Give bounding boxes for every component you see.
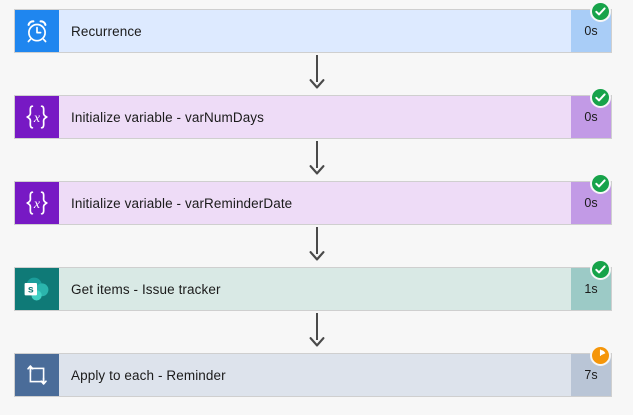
loop-repeat-icon bbox=[15, 354, 59, 396]
flow-step-title: Initialize variable - varReminderDate bbox=[71, 195, 293, 211]
status-badge bbox=[590, 1, 611, 22]
check-circle-icon bbox=[595, 93, 606, 102]
flow-step-title: Recurrence bbox=[71, 23, 142, 39]
check-circle-icon bbox=[595, 265, 606, 274]
svg-text:s: s bbox=[28, 284, 34, 296]
flow-step-body[interactable]: Get items - Issue tracker bbox=[59, 268, 571, 310]
svg-text:x: x bbox=[33, 197, 41, 212]
status-badge bbox=[590, 87, 611, 108]
svg-text:x: x bbox=[33, 111, 41, 126]
connector-arrow bbox=[309, 141, 325, 180]
connector-arrow bbox=[309, 227, 325, 266]
variable-braces-icon: x bbox=[15, 96, 59, 138]
status-badge bbox=[590, 173, 611, 194]
alarm-clock-icon bbox=[15, 10, 59, 52]
check-circle-icon bbox=[595, 179, 606, 188]
status-badge bbox=[590, 259, 611, 280]
flow-step-body[interactable]: Initialize variable - varReminderDate bbox=[59, 182, 571, 224]
running-clock-icon bbox=[599, 349, 606, 357]
check-circle-icon bbox=[595, 7, 606, 16]
flow-step-title: Initialize variable - varNumDays bbox=[71, 109, 265, 125]
flow-step-body[interactable]: Initialize variable - varNumDays bbox=[59, 96, 571, 138]
variable-braces-icon: x bbox=[15, 182, 59, 224]
connector-arrow bbox=[309, 313, 325, 352]
status-badge bbox=[590, 345, 611, 366]
flow-step-body[interactable]: Recurrence bbox=[59, 10, 571, 52]
connector-arrow bbox=[309, 55, 325, 94]
flow-step-body[interactable]: Apply to each - Reminder bbox=[59, 354, 571, 396]
flow-step-title: Apply to each - Reminder bbox=[71, 367, 226, 383]
sharepoint-icon: s bbox=[15, 268, 59, 310]
flow-step-title: Get items - Issue tracker bbox=[71, 281, 221, 297]
